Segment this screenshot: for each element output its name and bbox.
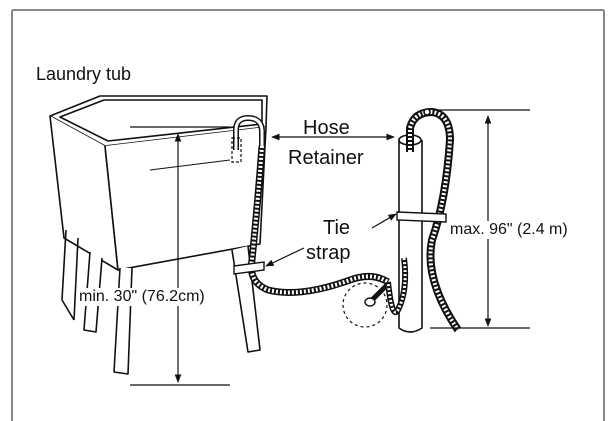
laundry-tub-label: Laundry tub [36, 64, 132, 84]
retainer-label: Retainer [288, 147, 364, 169]
strap-label: strap [306, 242, 351, 264]
diagram-frame [11, 9, 605, 421]
hose-label: Hose [303, 117, 350, 139]
standpipe-illustration [385, 107, 462, 333]
min-height-label: min. 30" (76.2cm) [77, 288, 207, 306]
drain-hose-illustration [231, 114, 390, 328]
max-height-label: max. 96" (2.4 m) [448, 221, 570, 239]
tie-label: Tie [323, 217, 351, 239]
